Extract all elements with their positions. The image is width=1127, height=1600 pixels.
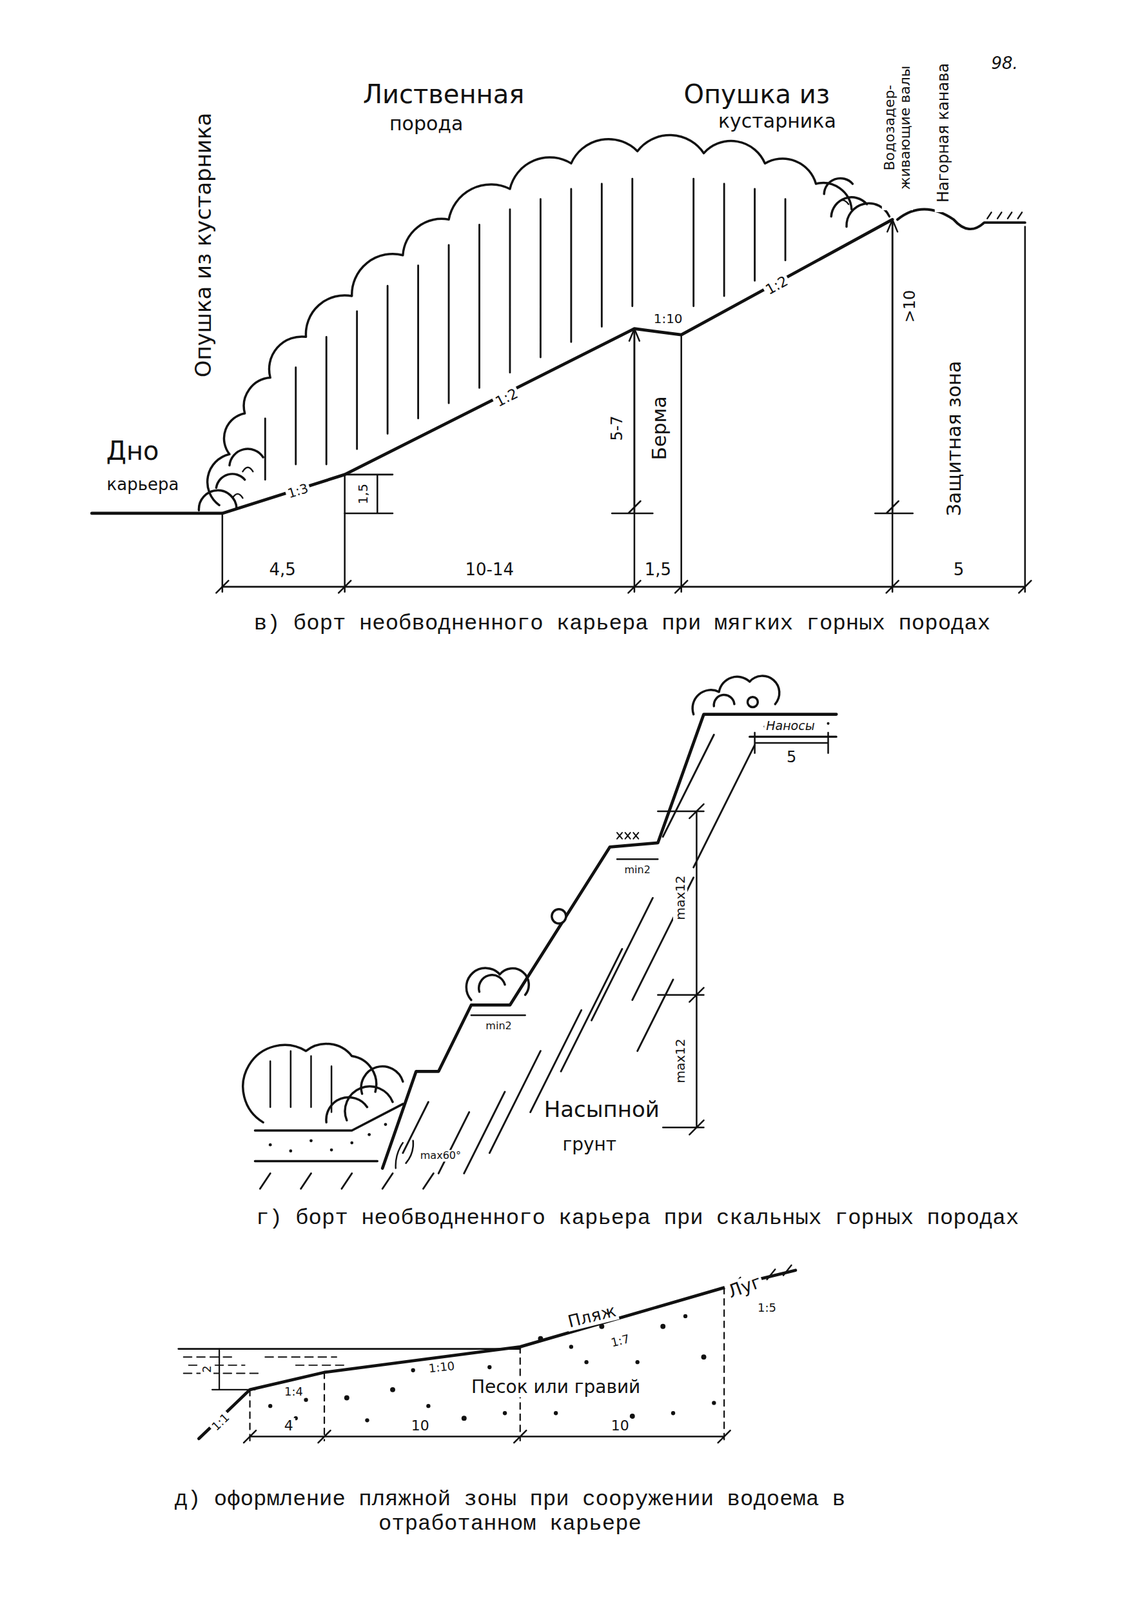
dimension: 4,5 <box>266 559 298 579</box>
dimension: min2 <box>622 864 653 877</box>
page-number: 98. <box>989 54 1020 73</box>
tree-label: Лиственная <box>361 79 527 109</box>
slope-ratio: 1:10 <box>651 311 685 326</box>
ditch-label: Нагорная канава <box>934 53 952 213</box>
material-label: Песок или гравий <box>469 1377 643 1398</box>
dimension: >10 <box>901 287 919 325</box>
dimension: 4 <box>282 1417 296 1434</box>
dimension: 1,5 <box>642 559 674 579</box>
dimension: 5 <box>784 748 799 766</box>
shrub-label: Опушка из кустарника <box>192 110 216 380</box>
dimension: 1,5 <box>355 481 371 507</box>
meadow-label: Луг <box>723 1271 766 1304</box>
tree-label: порода <box>387 112 466 135</box>
dimension: 5-7 <box>608 413 626 443</box>
dimension: 10 <box>409 1417 432 1434</box>
bottom-label: карьера <box>105 475 182 494</box>
slope-ratio: 1:7 <box>607 1331 633 1350</box>
caption: г) борт необводненного карьера при скаль… <box>254 1206 1021 1231</box>
caption: в) борт необводненного карьера при мягки… <box>252 611 993 636</box>
dimension: 5 <box>951 559 967 579</box>
slope-ratio: 1:5 <box>755 1301 779 1314</box>
slope-ratio: 1:1 <box>207 1409 233 1435</box>
slope-ratio: 1:4 <box>282 1384 305 1398</box>
zone-label: Защитная зона <box>943 359 965 519</box>
dimension: max12 <box>673 873 688 922</box>
dimension: 10 <box>609 1417 632 1434</box>
layer-label: Наносы <box>764 718 817 732</box>
hard-rock-section <box>243 675 837 1189</box>
fill-label: Насыпной <box>542 1097 662 1122</box>
slope-ratio: 1:3 <box>283 480 312 501</box>
dimension: max12 <box>673 1036 688 1086</box>
dimension: 2 <box>200 1362 214 1374</box>
slope-ratio: 1:10 <box>426 1358 458 1375</box>
shrub-label: Опушка из <box>681 79 832 109</box>
angle-label: max60° <box>418 1149 463 1162</box>
dimension: min2 <box>483 1020 514 1033</box>
bottom-label: Дно <box>104 436 162 465</box>
shrub-label: кустарника <box>716 109 839 131</box>
dimension: 10-14 <box>463 559 517 579</box>
berm-label: Берма <box>647 394 670 463</box>
bank-label: Водозадер- живающие валы <box>882 45 913 211</box>
fill-label: грунт <box>560 1134 619 1155</box>
beach-section <box>178 1264 796 1443</box>
caption: д) оформление пляжной зоны при сооружени… <box>168 1487 852 1536</box>
